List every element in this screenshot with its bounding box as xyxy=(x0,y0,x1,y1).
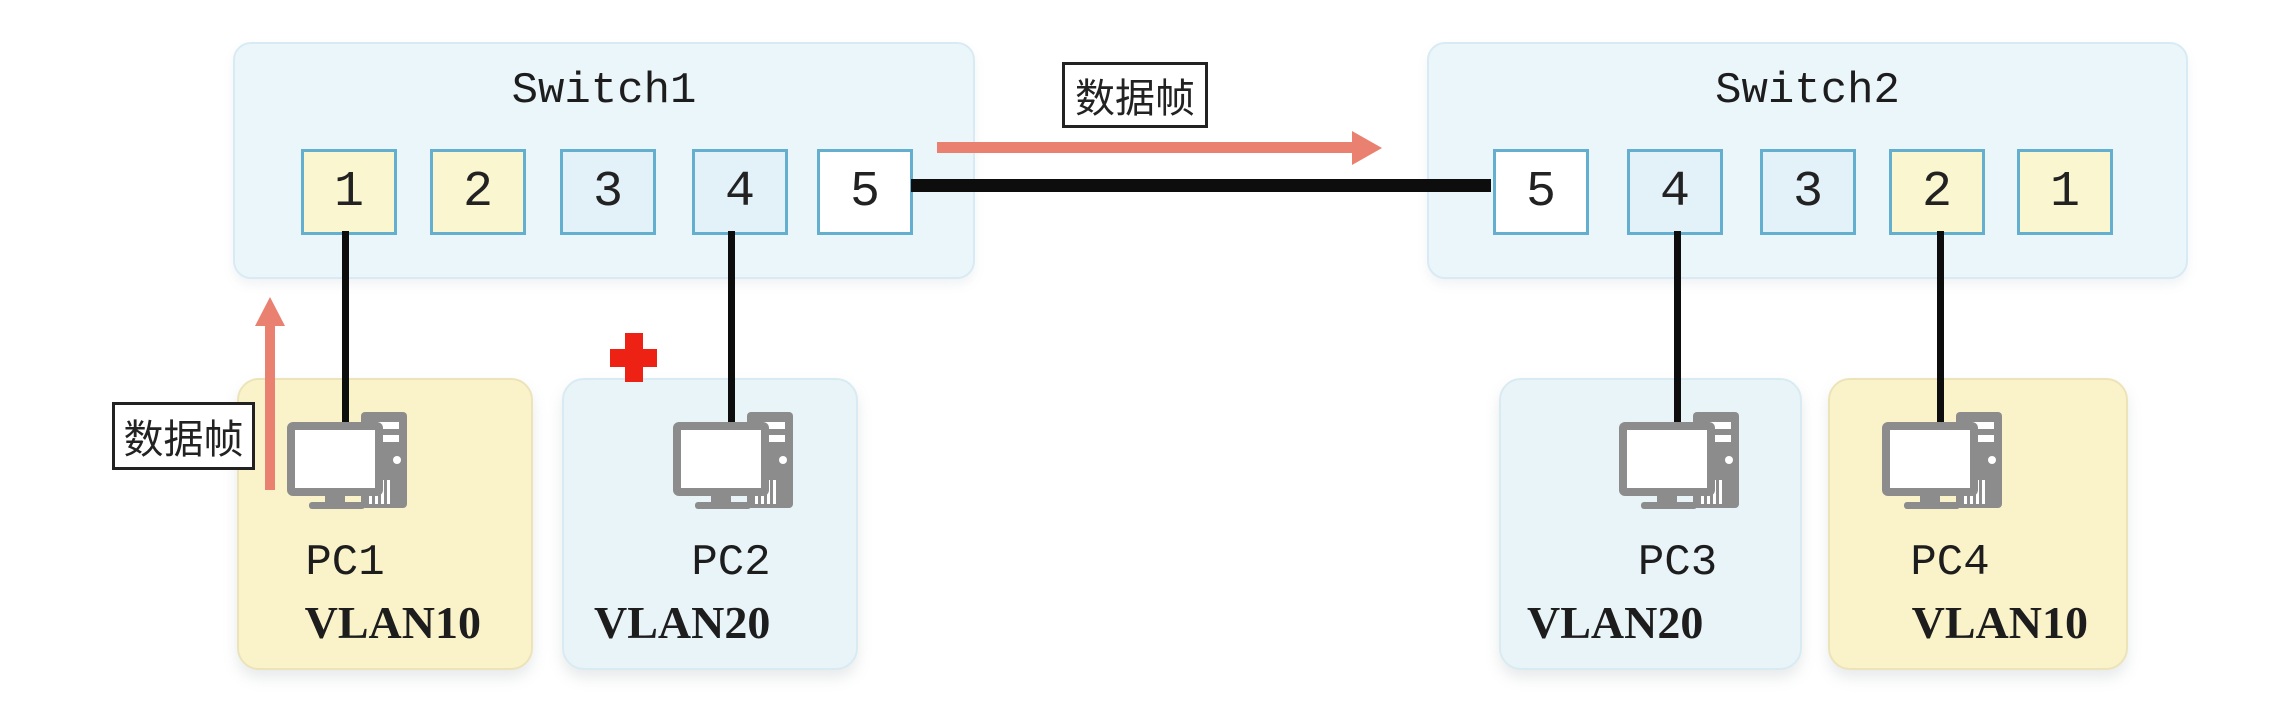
data-frame-arrow-up-head-icon xyxy=(255,297,285,326)
switch2-port-1: 1 xyxy=(2017,149,2113,235)
switch1-port-4: 4 xyxy=(692,149,788,235)
cable-switch1-port1-pc1 xyxy=(342,231,349,431)
pc2-vlan-label: VLAN20 xyxy=(594,597,771,648)
data-frame-arrow-right-head-icon xyxy=(1352,131,1382,165)
switch2-port-5: 5 xyxy=(1493,149,1589,235)
cable-switch1-port4-pc2 xyxy=(728,231,735,431)
cable-switch2-port4-pc3 xyxy=(1674,231,1681,431)
pc1-box: PC1 VLAN10 xyxy=(237,378,533,670)
data-frame-label-top: 数据帧 xyxy=(1062,62,1208,128)
data-frame-label-left: 数据帧 xyxy=(112,402,255,470)
blocked-cross-icon xyxy=(610,333,657,382)
switch2-port-2: 2 xyxy=(1889,149,1985,235)
pc2-computer-icon xyxy=(671,408,803,510)
cable-switch2-port2-pc4 xyxy=(1937,231,1944,431)
pc2-label: PC2 xyxy=(691,538,771,588)
pc3-computer-icon xyxy=(1617,408,1749,510)
switch2-title: Switch2 xyxy=(1715,66,1900,116)
data-frame-arrow-up-icon xyxy=(265,324,275,490)
pc3-label: PC3 xyxy=(1637,538,1718,588)
switch2-port-4: 4 xyxy=(1627,149,1723,235)
pc4-label: PC4 xyxy=(1910,538,1990,588)
data-frame-arrow-right-icon xyxy=(937,142,1352,153)
switch1-port-1: 1 xyxy=(301,149,397,235)
pc1-vlan-label: VLAN10 xyxy=(304,597,481,648)
trunk-cable xyxy=(911,179,1491,192)
switch1-box: Switch1 1 2 3 4 5 xyxy=(233,42,975,279)
switch1-port-5: 5 xyxy=(817,149,913,235)
switch1-port-2: 2 xyxy=(430,149,526,235)
switch2-port-3: 3 xyxy=(1760,149,1856,235)
pc4-vlan-label: VLAN10 xyxy=(1911,597,2088,648)
pc3-vlan-label: VLAN20 xyxy=(1527,597,1704,648)
pc3-box: PC3 VLAN20 xyxy=(1499,378,1802,670)
blocked-cross-horizontal-bar xyxy=(610,349,657,367)
pc4-computer-icon xyxy=(1880,408,2012,510)
pc4-box: PC4 VLAN10 xyxy=(1828,378,2128,670)
switch2-box: Switch2 5 4 3 2 1 xyxy=(1427,42,2188,279)
pc1-computer-icon xyxy=(285,408,417,510)
pc1-label: PC1 xyxy=(305,538,385,588)
switch1-port-3: 3 xyxy=(560,149,656,235)
switch1-title: Switch1 xyxy=(511,66,697,116)
pc2-box: PC2 VLAN20 xyxy=(562,378,858,670)
